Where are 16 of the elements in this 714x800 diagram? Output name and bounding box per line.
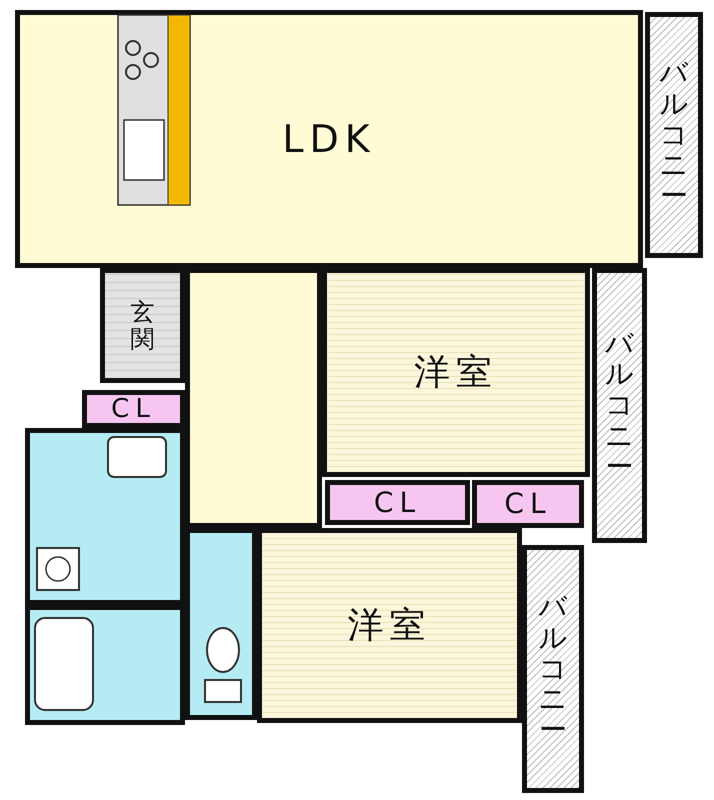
room-label: 洋室: [414, 354, 498, 390]
room-label: CL: [504, 490, 552, 518]
room-label: CL: [374, 488, 422, 516]
room-label: バルコニー: [659, 58, 689, 212]
balcony-area: [522, 545, 584, 793]
room-label: CL: [111, 396, 156, 422]
room-area: [325, 480, 470, 525]
room-area: [15, 10, 643, 268]
balcony-area: [645, 12, 703, 258]
room-area: [472, 480, 584, 528]
room-label: バルコニー: [604, 328, 634, 482]
balcony-area: [592, 268, 647, 543]
room-label: 玄関: [130, 299, 156, 352]
room-label: LDK: [282, 120, 376, 158]
room-label: バルコニー: [538, 592, 568, 746]
room-label: 洋室: [348, 608, 432, 644]
